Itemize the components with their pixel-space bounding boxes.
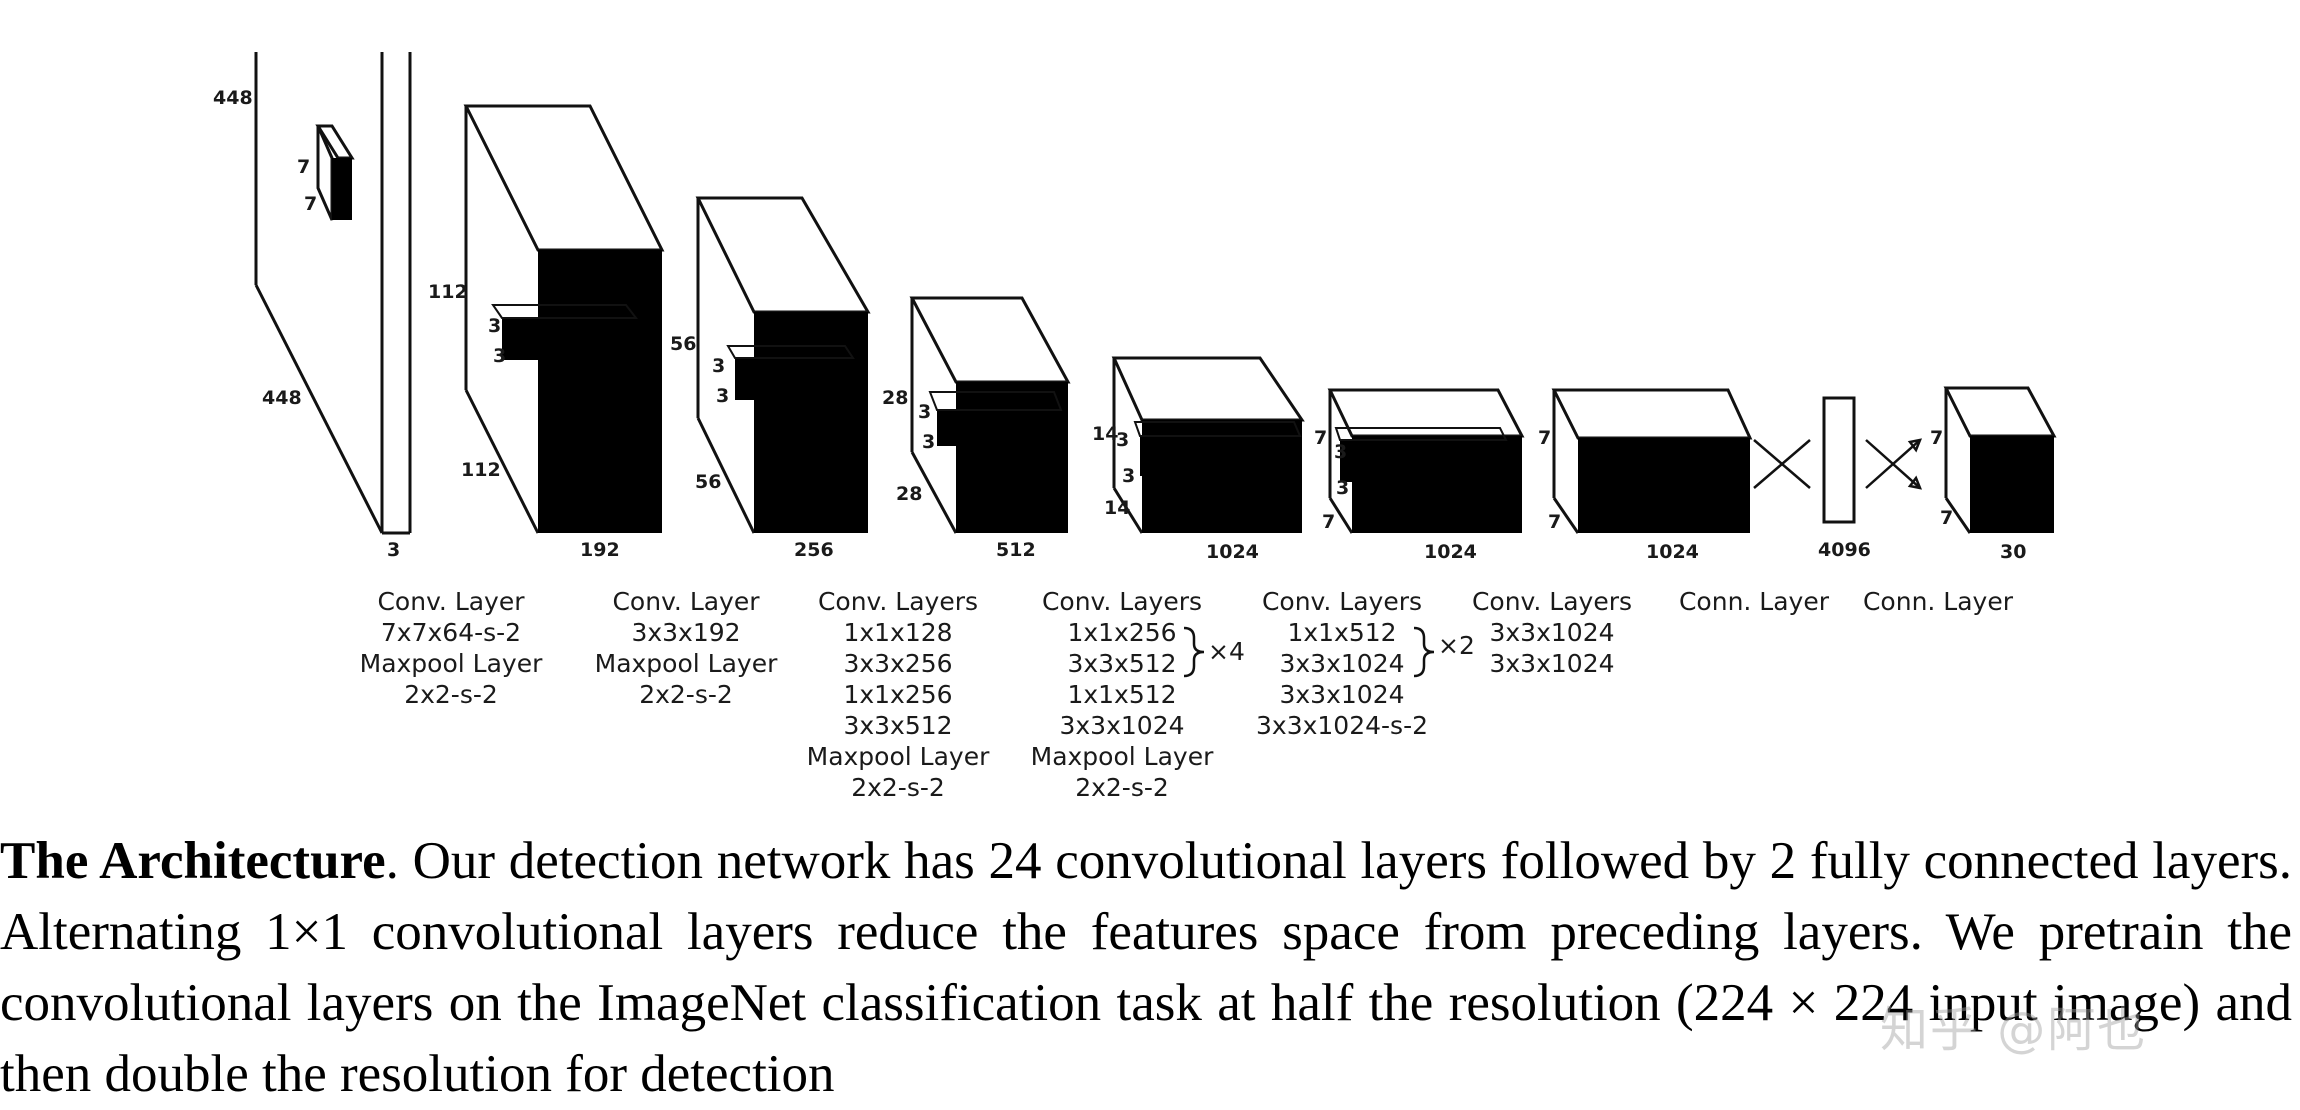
l3-width-label: 56: [695, 471, 721, 493]
input-kernel-w-label: 7: [304, 193, 317, 215]
svg-text:3x3x1024: 3x3x1024: [1279, 649, 1404, 678]
l6-height-label: 7: [1314, 427, 1327, 449]
svg-text:2x2-s-2: 2x2-s-2: [851, 773, 945, 800]
repeat-x4-label: ×4: [1208, 637, 1245, 666]
caption-body: . Our detection network has 24 convoluti…: [0, 832, 2293, 1103]
l3-height-label: 56: [670, 333, 696, 355]
conv-block-112: [463, 104, 665, 534]
svg-text:Maxpool Layer: Maxpool Layer: [1031, 742, 1214, 771]
svg-text:Conn. Layer: Conn. Layer: [1863, 587, 2014, 616]
architecture-diagram: 448 448 7 7 3 112 112 3 3 192 56 56 3 3 …: [213, 52, 2057, 800]
l5-kernel-h-label: 3: [1116, 429, 1129, 451]
svg-text:Conv. Layers: Conv. Layers: [1262, 587, 1422, 616]
layer-desc-7: Conn. Layer: [1679, 587, 1830, 616]
input-height-label: 448: [213, 87, 253, 109]
l7-height-label: 7: [1538, 427, 1551, 449]
svg-text:2x2-s-2: 2x2-s-2: [639, 680, 733, 709]
l2-height-label: 112: [428, 281, 468, 303]
svg-text:2x2-s-2: 2x2-s-2: [404, 680, 498, 709]
svg-text:1x1x512: 1x1x512: [1067, 680, 1176, 709]
layer-desc-6: Conv. Layers 3x3x1024 3x3x1024: [1472, 587, 1632, 678]
l5-depth-label: 1024: [1206, 541, 1259, 563]
l4-height-label: 28: [882, 387, 908, 409]
l3-depth-label: 256: [794, 539, 834, 561]
fc-connection-1: [1753, 439, 1811, 489]
fc-width-label: 4096: [1818, 539, 1871, 561]
output-block: [1943, 386, 2057, 534]
svg-text:Conn. Layer: Conn. Layer: [1679, 587, 1830, 616]
l5-height-label: 14: [1092, 423, 1118, 445]
figure-caption: The Architecture. Our detection network …: [0, 826, 2292, 1110]
fc-4096-bar: [1822, 396, 1856, 524]
svg-text:Maxpool Layer: Maxpool Layer: [807, 742, 990, 771]
svg-text:Conv. Layers: Conv. Layers: [1472, 587, 1632, 616]
svg-text:3x3x1024-s-2: 3x3x1024-s-2: [1256, 711, 1428, 740]
svg-text:3x3x1024: 3x3x1024: [1489, 618, 1614, 647]
svg-text:3x3x1024: 3x3x1024: [1279, 680, 1404, 709]
caption-title: The Architecture: [0, 832, 386, 890]
l6-depth-label: 1024: [1424, 541, 1477, 563]
layer-desc-8: Conn. Layer: [1863, 587, 2014, 616]
l5-kernel-w-label: 3: [1122, 465, 1135, 487]
svg-text:2x2-s-2: 2x2-s-2: [1075, 773, 1169, 800]
l2-width-label: 112: [461, 459, 501, 481]
watermark-text: 知乎 @阿也: [1880, 1002, 2148, 1058]
svg-text:3x3x256: 3x3x256: [843, 649, 952, 678]
svg-text:Maxpool Layer: Maxpool Layer: [595, 649, 778, 678]
out-height-label: 7: [1930, 427, 1943, 449]
out-depth-label: 30: [2000, 541, 2026, 563]
svg-text:7x7x64-s-2: 7x7x64-s-2: [381, 618, 521, 647]
l4-kernel-h-label: 3: [918, 401, 931, 423]
svg-text:3x3x1024: 3x3x1024: [1489, 649, 1614, 678]
input-kernel-h-label: 7: [297, 156, 310, 178]
l3-kernel-h-label: 3: [712, 355, 725, 377]
input-depth-label: 3: [387, 539, 400, 561]
svg-text:3x3x192: 3x3x192: [631, 618, 740, 647]
conv-block-7a: [1327, 388, 1525, 534]
repeat-brace-2: [1413, 626, 1435, 678]
l7-depth-label: 1024: [1646, 541, 1699, 563]
layer-desc-4: Conv. Layers 1x1x256 3x3x512 1x1x512 3x3…: [1031, 587, 1214, 800]
input-block: [254, 52, 412, 535]
svg-text:1x1x256: 1x1x256: [1067, 618, 1176, 647]
l6-width-label: 7: [1322, 511, 1335, 533]
layer-desc-5: Conv. Layers 1x1x512 3x3x1024 3x3x1024 3…: [1256, 587, 1428, 740]
l6-kernel-w-label: 3: [1336, 477, 1349, 499]
svg-text:3x3x512: 3x3x512: [843, 711, 952, 740]
l2-kernel-w-label: 3: [493, 345, 506, 367]
svg-text:Conv. Layers: Conv. Layers: [1042, 587, 1202, 616]
l2-depth-label: 192: [580, 539, 620, 561]
svg-text:3x3x1024: 3x3x1024: [1059, 711, 1184, 740]
svg-text:Conv. Layer: Conv. Layer: [612, 587, 760, 616]
layer-desc-2: Conv. Layer 3x3x192 Maxpool Layer 2x2-s-…: [595, 587, 778, 709]
svg-text:1x1x128: 1x1x128: [843, 618, 952, 647]
l4-kernel-w-label: 3: [922, 431, 935, 453]
l4-depth-label: 512: [996, 539, 1036, 561]
layer-desc-1: Conv. Layer 7x7x64-s-2 Maxpool Layer 2x2…: [360, 587, 543, 709]
conv-block-7b: [1551, 388, 1753, 534]
l3-kernel-w-label: 3: [716, 385, 729, 407]
svg-text:1x1x512: 1x1x512: [1287, 618, 1396, 647]
svg-text:Maxpool Layer: Maxpool Layer: [360, 649, 543, 678]
input-width-label: 448: [262, 387, 302, 409]
conv-block-14: [1111, 356, 1305, 534]
svg-text:1x1x256: 1x1x256: [843, 680, 952, 709]
l5-width-label: 14: [1104, 497, 1130, 519]
conv-block-56: [695, 196, 871, 534]
l4-width-label: 28: [896, 483, 922, 505]
l2-kernel-h-label: 3: [488, 315, 501, 337]
out-width-label: 7: [1940, 507, 1953, 529]
repeat-x2-label: ×2: [1438, 631, 1475, 660]
repeat-brace-4: [1183, 626, 1205, 678]
svg-text:Conv. Layers: Conv. Layers: [818, 587, 978, 616]
layer-desc-3: Conv. Layers 1x1x128 3x3x256 1x1x256 3x3…: [807, 587, 990, 800]
svg-text:3x3x512: 3x3x512: [1067, 649, 1176, 678]
fc-connection-2: [1865, 438, 1923, 490]
l7-width-label: 7: [1548, 511, 1561, 533]
conv-block-28: [909, 296, 1071, 534]
l6-kernel-h-label: 3: [1334, 441, 1347, 463]
svg-text:Conv. Layer: Conv. Layer: [377, 587, 525, 616]
